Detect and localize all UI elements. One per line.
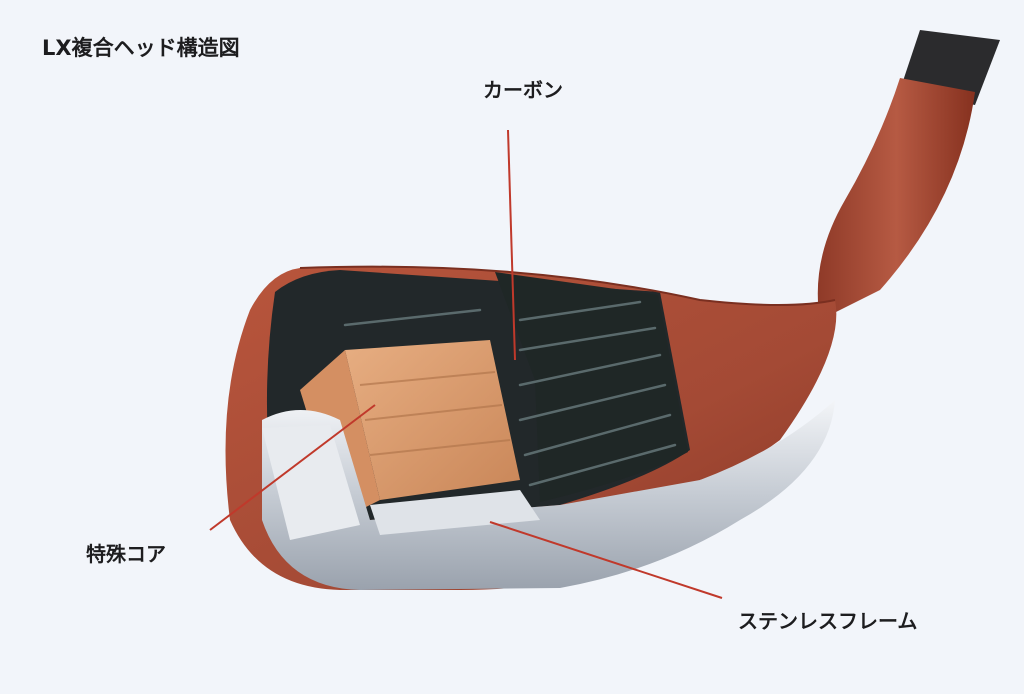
stainless-frame [262, 400, 835, 590]
label-carbon: カーボン [483, 78, 563, 102]
label-stainless-frame: ステンレスフレーム [738, 609, 918, 633]
label-special-core: 特殊コア [86, 542, 166, 566]
hosel [817, 78, 975, 320]
leader-line-frame [489, 521, 723, 599]
frame-lip [262, 425, 360, 540]
leader-line-core [209, 404, 376, 531]
special-core [345, 340, 520, 500]
leader-line-carbon [507, 129, 516, 361]
diagram-title: LX複合ヘッド構造図 [42, 36, 240, 60]
